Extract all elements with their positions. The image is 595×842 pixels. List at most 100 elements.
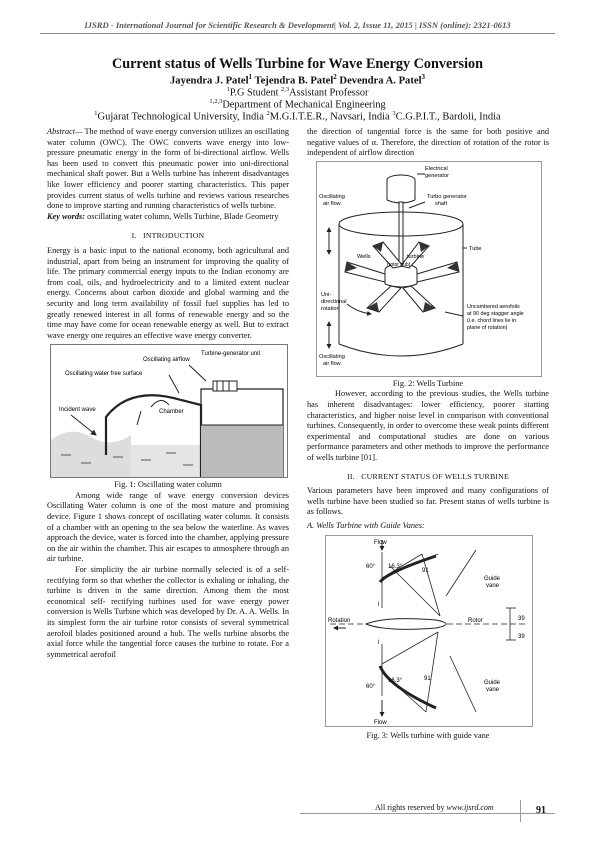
figure-wells-turbine: Electrical generator Turbo generator sha…: [316, 160, 542, 377]
label-rotor-hub: (rotor hub): [387, 262, 411, 268]
paper-title: Current status of Wells Turbine for Wave…: [111, 56, 483, 72]
aff-sup: 1: [226, 86, 230, 93]
label-guide-top: Guide: [484, 576, 501, 582]
section-number: II.: [347, 471, 355, 481]
figure-caption: Fig. 3: Wells turbine with guide vane: [366, 730, 490, 740]
label-vane-bottom: vane: [486, 687, 500, 693]
label-free-surface: Oscillating water free surface: [65, 371, 143, 377]
label-turbine-generator: Turbine-generator unit: [201, 351, 260, 357]
label-rotor: Rotor: [468, 618, 483, 624]
abstract-text: The method of wave energy conversion uti…: [47, 127, 289, 211]
section-title: CURRENT STATUS OF WELLS TURBINE: [361, 471, 509, 481]
label-electrical: Electrical: [425, 166, 448, 172]
right-column: the direction of tangential force is the…: [307, 127, 549, 741]
affiliation-institutions: 1Gujarat Technological University, India…: [40, 110, 555, 123]
label-oscillating-airflow: Oscillating airflow: [143, 357, 190, 363]
affiliation-department: 1,2,3Department of Mechanical Engineerin…: [40, 98, 555, 110]
abstract-label: Abstract—: [47, 127, 83, 136]
figure-oscillating-water-column: Oscillating airflow Turbine-generator un…: [50, 344, 288, 479]
label-shaft: shaft: [435, 201, 448, 207]
label-air-flow: air flow: [323, 201, 342, 207]
paragraph: However, according to the previous studi…: [307, 389, 549, 462]
aff-text: P.G Student: [229, 87, 282, 99]
label-wells: Wells: [357, 254, 371, 260]
author-list: Jayendra J. Patel1 Tejendra B. Patel2 De…: [40, 73, 555, 87]
aff-text: C.G.P.I.T., Bardoli, India: [395, 111, 501, 123]
site-link[interactable]: www.ijsrd.com: [446, 803, 494, 812]
journal-header: IJSRD - International Journal for Scient…: [84, 20, 511, 30]
figure-caption: Fig. 2: Wells Turbine: [392, 378, 464, 388]
aff-text: Department of Mechanical Engineering: [222, 99, 386, 111]
keywords-text: oscillating water column, Wells Turbine,…: [85, 211, 279, 221]
label-generator: generator: [425, 173, 449, 179]
keywords: Key words: oscillating water column, Wel…: [47, 212, 289, 223]
owc-diagram: Oscillating airflow Turbine-generator un…: [51, 351, 284, 478]
label-91-top: 91: [422, 568, 429, 574]
label-flow-bottom: Flow: [374, 720, 387, 726]
author-sup: 2: [333, 73, 337, 81]
label-angle-16-top: 16.3°: [388, 564, 403, 570]
paragraph-continued: the direction of tangential force is the…: [307, 127, 549, 158]
rights-text: All rights reserved by: [375, 803, 447, 812]
paragraph: Among wide range of wave energy conversi…: [47, 490, 289, 564]
author-name: Tejendra B. Patel: [254, 75, 334, 87]
section-heading-current-status: II. CURRENT STATUS OF WELLS TURBINE: [307, 472, 549, 483]
wells-turbine-diagram: Electrical generator Turbo generator sha…: [319, 166, 524, 367]
label-rotation: rotation: [321, 306, 340, 312]
intro-paragraph: Energy is a basic input to the national …: [47, 245, 289, 340]
label-angle-16-bottom: 16.3°: [388, 678, 403, 684]
author-name: Jayendra J. Patel: [169, 75, 249, 87]
label-guide-bottom: Guide: [484, 680, 501, 686]
label-air-flow-bottom: air flow: [323, 361, 342, 367]
paragraph: For simplicity the air turbine normally …: [47, 565, 289, 659]
aff-sup: 1,2,3: [209, 98, 223, 105]
label-uni: Uni-: [321, 292, 331, 298]
author-name: Devendra A. Patel: [339, 75, 422, 87]
label-39-top: 39: [518, 616, 525, 622]
subsection-heading: A. Wells Turbine with Guide Vanes:: [307, 520, 425, 530]
aff-text: Gujarat Technological University, India: [97, 111, 267, 123]
label-uncambered: Uncambered aerofoils: [467, 304, 520, 310]
section-number: I.: [131, 231, 137, 241]
section-title: INTRODUCTION: [143, 231, 205, 241]
figure-caption: Fig. 1: Oscillating water column: [114, 480, 222, 490]
aff-sup: 3: [392, 110, 396, 117]
label-tube: Tube: [469, 246, 482, 252]
label-oscillating-bottom: Oscillating: [319, 354, 345, 360]
left-column: Abstract— The method of wave energy conv…: [47, 127, 289, 660]
aff-sup: 1: [94, 110, 98, 117]
label-stagger-angle: at 90 deg stagger angle: [467, 311, 524, 317]
author-sup: 3: [421, 73, 426, 81]
guide-vane-diagram: Flow 60° 16.3° 91 Guide vane l Rotation …: [328, 539, 526, 726]
label-l-top: l: [378, 602, 379, 608]
section-heading-introduction: I. INTRODUCTION: [47, 231, 289, 242]
label-39-bottom: 39: [518, 634, 525, 640]
abstract: Abstract— The method of wave energy conv…: [47, 127, 289, 212]
label-angle-60-top: 60°: [366, 564, 376, 570]
keywords-label: Key words:: [47, 211, 86, 221]
affiliation-roles: 1P.G Student 2,3Assistant Professor: [40, 86, 555, 98]
label-chord-lines: (i.e. chord lines lie in: [467, 318, 516, 324]
aff-sup: 2: [266, 110, 270, 117]
label-turbine: turbine: [407, 254, 424, 260]
author-sup: 1: [248, 73, 253, 81]
page-number: 91: [520, 800, 561, 822]
label-rotation: Rotation: [328, 618, 350, 624]
label-l-bottom: l: [378, 640, 379, 646]
label-flow-top: Flow: [374, 540, 387, 546]
label-turbo-generator: Turbo generator: [427, 194, 467, 200]
label-incident-wave: Incident wave: [59, 407, 96, 413]
aff-text: M.G.I.T.E.R., Navsari, India: [269, 111, 393, 123]
label-91-bottom: 91: [424, 676, 431, 682]
footer-rights: All rights reserved by www.ijsrd.com: [375, 803, 494, 812]
paragraph: Various parameters have been improved an…: [307, 486, 549, 517]
label-plane-rotation: plane of rotation): [467, 325, 508, 331]
label-angle-60-bottom: 60°: [366, 684, 376, 690]
footer-rule: [300, 813, 555, 814]
aff-sup: 2,3: [281, 86, 290, 93]
figure-guide-vane: Flow 60° 16.3° 91 Guide vane l Rotation …: [325, 534, 533, 727]
label-chamber: Chamber: [159, 409, 184, 415]
label-vane-top: vane: [486, 583, 500, 589]
label-directional: directional: [321, 299, 347, 305]
header-rule: [40, 33, 555, 34]
